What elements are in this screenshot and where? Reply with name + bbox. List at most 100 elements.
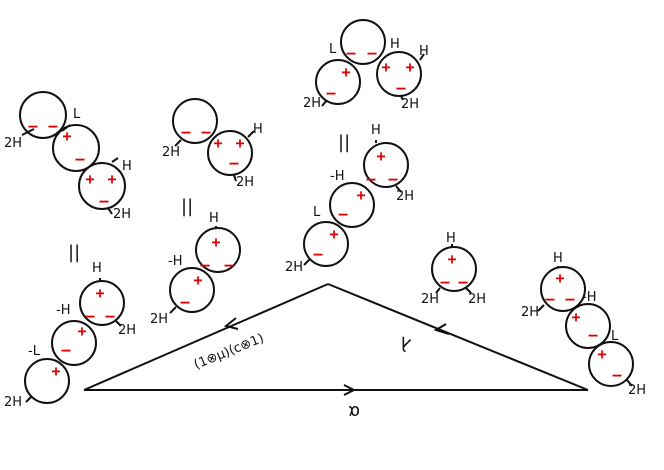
label-2H: 2H bbox=[162, 145, 180, 160]
wire-tick bbox=[111, 157, 119, 163]
plus-sign: + bbox=[381, 58, 390, 76]
label-2H: 2H bbox=[521, 305, 539, 320]
label-2H: 2H bbox=[118, 323, 136, 338]
minus-sign: – bbox=[99, 192, 109, 210]
wire-tick bbox=[419, 53, 425, 61]
label-2H: 2H bbox=[401, 97, 419, 112]
label-2H: 2H bbox=[150, 312, 168, 327]
minus-sign: – bbox=[396, 79, 406, 97]
minus-sign: – bbox=[338, 205, 348, 223]
minus-sign: – bbox=[201, 123, 211, 141]
node-circle bbox=[78, 162, 126, 210]
minus-sign: – bbox=[61, 341, 71, 359]
label-2H: 2H bbox=[4, 395, 22, 410]
arrowhead-right bbox=[433, 323, 450, 335]
wire-tick bbox=[233, 174, 237, 182]
plus-sign: + bbox=[211, 233, 220, 251]
plus-sign: + bbox=[51, 362, 60, 380]
wire-tick bbox=[400, 95, 404, 101]
edge-label-right: λ bbox=[396, 332, 414, 355]
minus-sign: – bbox=[224, 256, 234, 274]
label-H: H bbox=[253, 122, 263, 137]
label-H: H bbox=[122, 159, 132, 174]
plus-sign: + bbox=[235, 134, 244, 152]
label-H: H bbox=[553, 251, 563, 266]
minus-sign: – bbox=[565, 290, 575, 308]
wire-tick bbox=[247, 130, 255, 138]
plus-sign: + bbox=[571, 308, 580, 326]
wire-tick bbox=[174, 139, 182, 147]
plus-sign: + bbox=[555, 269, 564, 287]
node-circle bbox=[169, 267, 215, 313]
plus-sign: + bbox=[341, 63, 350, 81]
triangle-edge-right bbox=[327, 283, 589, 391]
node-circle bbox=[565, 303, 611, 349]
label-2H: 2H bbox=[421, 292, 439, 307]
plus-sign: + bbox=[356, 186, 365, 204]
minus-sign: – bbox=[346, 44, 356, 62]
label-minus-L: -L bbox=[28, 344, 41, 359]
minus-sign: – bbox=[28, 117, 38, 135]
plus-sign: + bbox=[213, 134, 222, 152]
label-L: L bbox=[329, 42, 337, 57]
edge-label-bottom: α bbox=[348, 401, 360, 422]
minus-sign: – bbox=[440, 273, 450, 291]
label-2H: 2H bbox=[236, 175, 254, 190]
wire-tick bbox=[25, 395, 33, 403]
label-H: H bbox=[371, 123, 381, 138]
wire-tick bbox=[626, 379, 633, 387]
node-circle bbox=[431, 246, 477, 292]
label-minus-H: -H bbox=[330, 169, 344, 184]
wire-tick bbox=[395, 185, 402, 193]
minus-sign: – bbox=[326, 84, 336, 102]
minus-sign: – bbox=[48, 117, 58, 135]
arrowhead-left bbox=[223, 317, 239, 330]
label-H: H bbox=[209, 211, 219, 226]
minus-sign: – bbox=[588, 326, 598, 344]
wire-tick bbox=[114, 319, 122, 327]
wire-tick bbox=[107, 207, 113, 215]
minus-sign: – bbox=[75, 150, 85, 168]
plus-sign: + bbox=[376, 147, 385, 165]
minus-sign: – bbox=[181, 123, 191, 141]
label-2H: 2H bbox=[396, 189, 414, 204]
node-circle bbox=[195, 227, 241, 273]
label-H: H bbox=[419, 44, 429, 59]
node-circle bbox=[588, 341, 634, 387]
plus-sign: + bbox=[85, 170, 94, 188]
node-circle bbox=[172, 98, 218, 144]
label-H: H bbox=[446, 231, 456, 246]
label-2H: 2H bbox=[4, 136, 22, 151]
node-circle bbox=[79, 280, 125, 326]
plus-sign: + bbox=[62, 127, 71, 145]
arrowhead-bottom bbox=[343, 384, 357, 396]
label-minus-H: -H bbox=[168, 254, 182, 269]
label-2H: 2H bbox=[468, 292, 486, 307]
label-L: L bbox=[611, 329, 619, 344]
minus-sign: – bbox=[229, 154, 239, 172]
plus-sign: + bbox=[107, 170, 116, 188]
plus-sign: + bbox=[447, 250, 456, 268]
node-circle bbox=[363, 142, 409, 188]
node-circle bbox=[340, 19, 386, 65]
triangle-edge-left bbox=[83, 283, 329, 391]
minus-sign: – bbox=[612, 366, 622, 384]
wire-tick bbox=[169, 306, 177, 314]
wire-tick bbox=[465, 287, 472, 294]
node-circle bbox=[24, 358, 70, 404]
node-circle bbox=[51, 320, 97, 366]
wire-tick bbox=[321, 99, 328, 107]
wire-tick bbox=[61, 124, 71, 132]
node-circle bbox=[52, 124, 100, 172]
plus-sign: + bbox=[405, 58, 414, 76]
label-L: L bbox=[313, 205, 321, 220]
wire-tick bbox=[537, 304, 545, 312]
node-circle bbox=[207, 130, 253, 176]
minus-sign: – bbox=[367, 44, 377, 62]
node-circle bbox=[303, 221, 349, 267]
minus-sign: – bbox=[105, 307, 115, 325]
label-L: L bbox=[73, 107, 81, 122]
minus-sign: – bbox=[545, 290, 555, 308]
wire-tick bbox=[303, 258, 311, 266]
